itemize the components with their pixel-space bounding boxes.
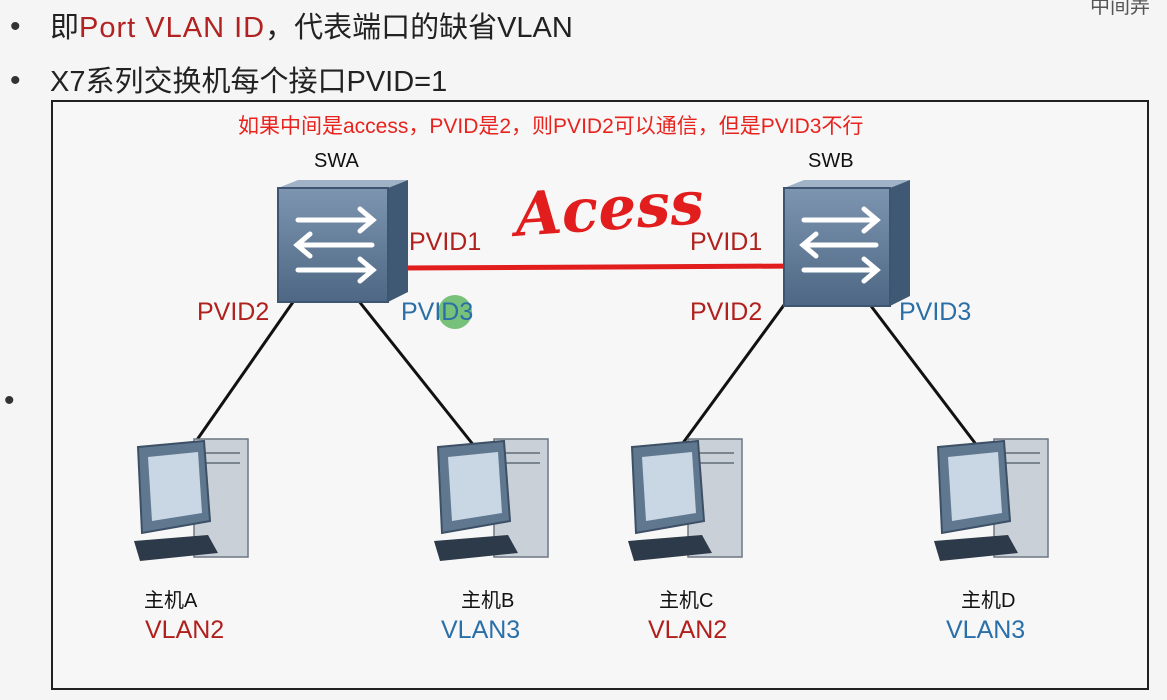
- diagram-frame: [51, 100, 1149, 690]
- host-b-name: 主机B: [461, 590, 515, 612]
- switch-swb-label: SWB: [808, 150, 854, 172]
- host-c-computer-icon: [628, 438, 743, 561]
- host-c-vlan: VLAN2: [648, 616, 728, 644]
- bullet-dot: •: [4, 384, 15, 417]
- host-d-computer-icon: [934, 438, 1049, 561]
- host-b-computer-icon: [434, 438, 549, 561]
- swa-trunk-pvid: PVID1: [409, 228, 482, 256]
- bullet-line-port-vlan-id: 即Port VLAN ID，代表端口的缺省VLAN: [50, 4, 573, 46]
- bullet-dot: •: [10, 10, 21, 43]
- bullet-line-pvid: X7系列交换机每个接口PVID=1: [50, 66, 448, 98]
- swb-left-pvid: PVID2: [690, 298, 763, 326]
- bullet-dot: •: [10, 64, 21, 97]
- host-d-vlan: VLAN3: [946, 616, 1026, 644]
- swa-left-pvid: PVID2: [197, 298, 270, 326]
- link-swa-host-b: [356, 299, 477, 448]
- corner-caption: 中间弄: [1090, 0, 1150, 18]
- host-c-name: 主机C: [659, 590, 714, 612]
- swa-right-pvid: PVID3: [401, 298, 474, 326]
- swb-trunk-pvid: PVID1: [690, 228, 763, 256]
- access-link: [403, 263, 801, 271]
- switch-swa-label: SWA: [314, 150, 359, 172]
- handwritten-acess: Acess: [508, 168, 706, 251]
- link-swb-host-d: [866, 301, 980, 448]
- swb-right-pvid: PVID3: [899, 298, 972, 326]
- red-annotation: 如果中间是access，PVID是2，则PVID2可以通信，但是PVID3不行: [238, 115, 864, 138]
- host-d-name: 主机D: [961, 590, 1016, 612]
- host-a-name: 主机A: [144, 590, 198, 612]
- host-a-computer-icon: [134, 438, 249, 561]
- switch-swb-icon: [783, 180, 910, 307]
- line1-suffix: ，代表端口的缺省VLAN: [265, 12, 573, 44]
- switch-swa-icon: [277, 180, 408, 303]
- line1-highlight: Port VLAN ID: [79, 12, 266, 44]
- link-swa-host-a: [190, 291, 302, 448]
- host-b-vlan: VLAN3: [441, 616, 521, 644]
- line1-prefix: 即: [50, 12, 80, 44]
- cursor-highlight: [438, 295, 472, 329]
- host-a-vlan: VLAN2: [145, 616, 225, 644]
- link-swb-host-c: [678, 289, 797, 448]
